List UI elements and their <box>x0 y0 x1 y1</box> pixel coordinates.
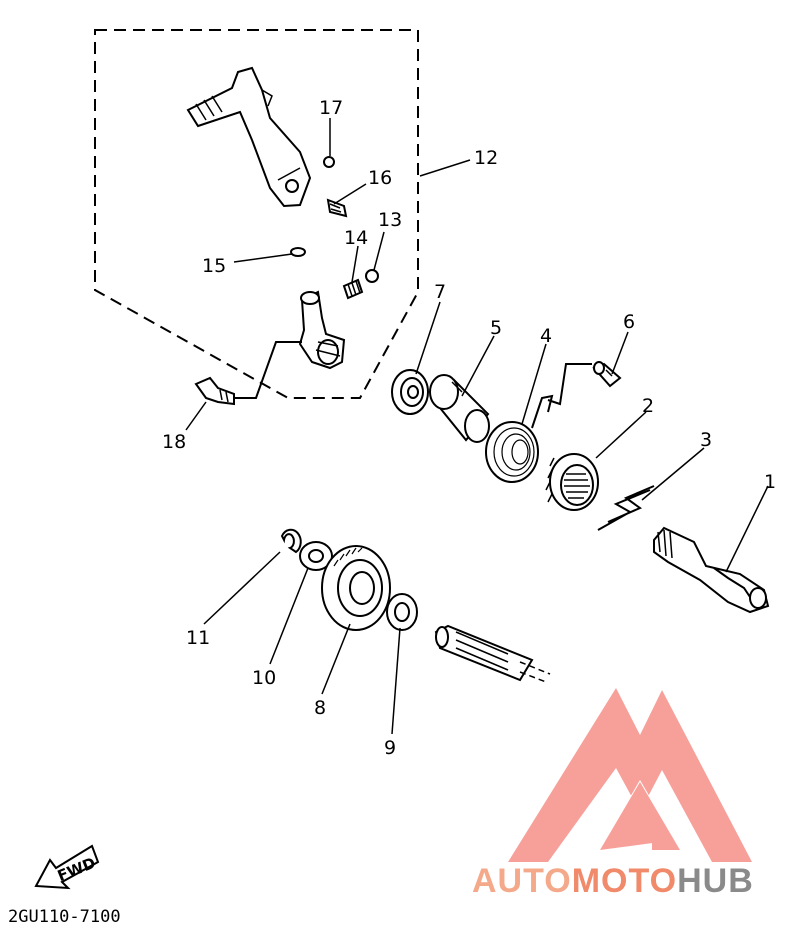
output-shaft <box>434 624 551 683</box>
part-18-bolt <box>194 341 302 406</box>
label-4: 4 <box>540 325 552 347</box>
label-11: 11 <box>186 627 210 649</box>
label-3: 3 <box>700 429 712 451</box>
label-6: 6 <box>623 311 635 333</box>
watermark-logo <box>508 688 752 862</box>
part-13-ball <box>365 269 379 283</box>
part-2-ratchet <box>545 453 599 511</box>
part-16-bolt <box>326 198 348 218</box>
part-7-bearing <box>391 369 429 415</box>
label-17: 17 <box>319 97 343 119</box>
part-15-oring <box>290 247 306 257</box>
label-9: 9 <box>384 737 396 759</box>
part-3-clip <box>597 485 655 531</box>
part-17-nut <box>323 156 335 168</box>
label-10: 10 <box>252 667 276 689</box>
label-15: 15 <box>202 255 226 277</box>
brand-part-hub: HUB <box>677 862 754 900</box>
label-12: 12 <box>474 147 498 169</box>
fwd-arrow-icon: FWD <box>34 844 100 890</box>
brand-part-moto: MOTO <box>572 862 677 900</box>
leader-lines <box>185 118 769 735</box>
part-10-washer <box>299 541 333 571</box>
part-8-kick-gear <box>321 545 391 631</box>
label-8: 8 <box>314 697 326 719</box>
label-1: 1 <box>764 471 776 493</box>
label-7: 7 <box>434 281 446 303</box>
watermark-brand: AUTOMOTOHUB <box>472 862 754 900</box>
part-14-spring <box>342 278 364 300</box>
part-4-spring <box>485 363 592 483</box>
label-14: 14 <box>344 227 368 249</box>
part-9-washer <box>386 593 418 631</box>
label-16: 16 <box>368 167 392 189</box>
part-11-circlip <box>280 528 302 554</box>
part-6-pin <box>592 361 622 388</box>
label-13: 13 <box>378 209 402 231</box>
kick-lever-arm <box>186 66 312 208</box>
label-18: 18 <box>162 431 186 453</box>
drawing-code: 2GU110-7100 <box>8 907 121 927</box>
brand-part-auto: AUTO <box>472 862 572 900</box>
label-2: 2 <box>642 395 654 417</box>
part-5-collar <box>429 374 490 443</box>
label-5: 5 <box>490 317 502 339</box>
kick-lever-boss <box>298 290 346 370</box>
assembly-boundary <box>94 29 419 399</box>
part-1-kick-axle <box>653 526 770 614</box>
part-labels: 17 16 12 14 13 15 7 5 4 6 2 3 1 18 11 10… <box>162 97 776 759</box>
